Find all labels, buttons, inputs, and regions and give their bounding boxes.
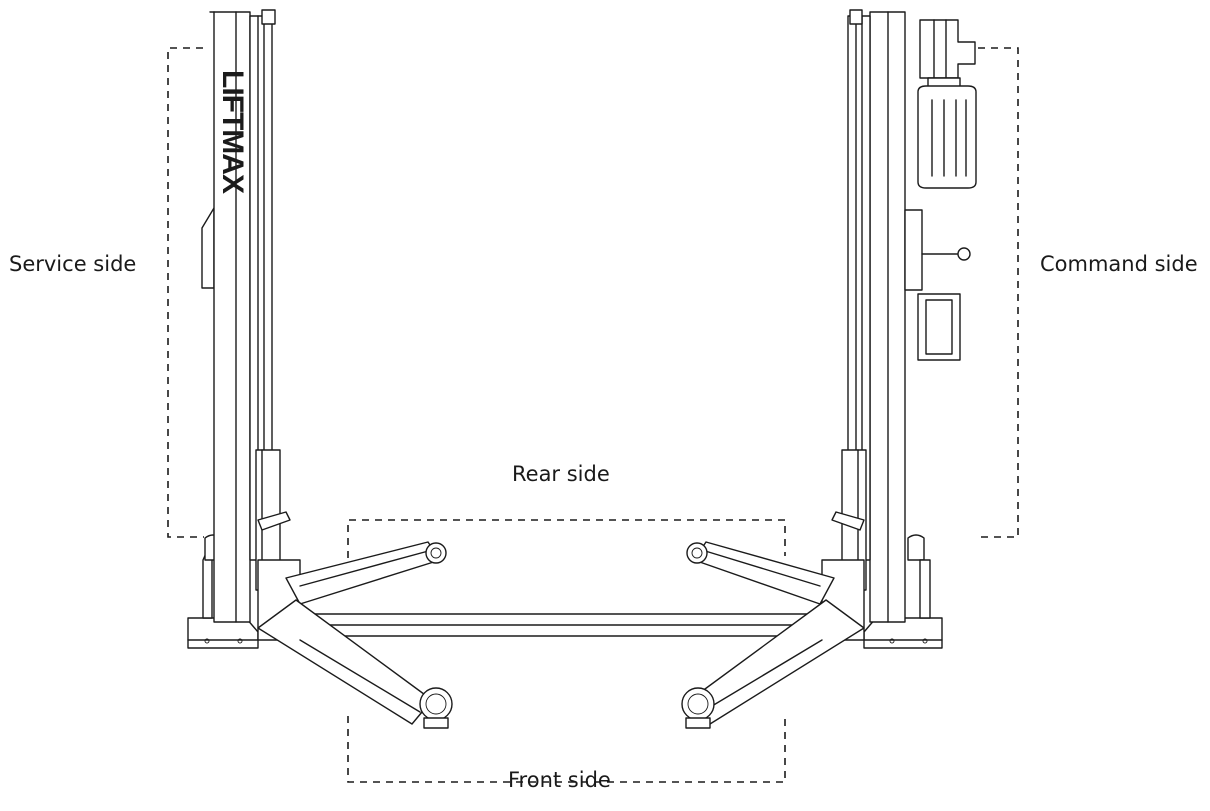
rear-side-label: Rear side: [512, 462, 610, 486]
left-front-arm: [257, 599, 453, 729]
service-side-label: Service side: [9, 252, 137, 276]
right-column: [821, 9, 977, 649]
left-rear-arm: [285, 541, 447, 605]
rear-side-zone: [347, 519, 786, 558]
command-side-label: Command side: [1040, 252, 1198, 276]
left-column: LIFTMAX: [187, 9, 301, 649]
right-rear-arm: [686, 541, 835, 605]
floor-plate: [299, 613, 823, 637]
liftmax-logo: LIFTMAX: [216, 70, 249, 194]
right-front-arm: [681, 599, 865, 729]
service-side-zone: [167, 47, 204, 538]
front-side-zone: [347, 716, 786, 783]
front-side-label: Front side: [508, 768, 611, 792]
command-side-zone: [978, 47, 1019, 538]
